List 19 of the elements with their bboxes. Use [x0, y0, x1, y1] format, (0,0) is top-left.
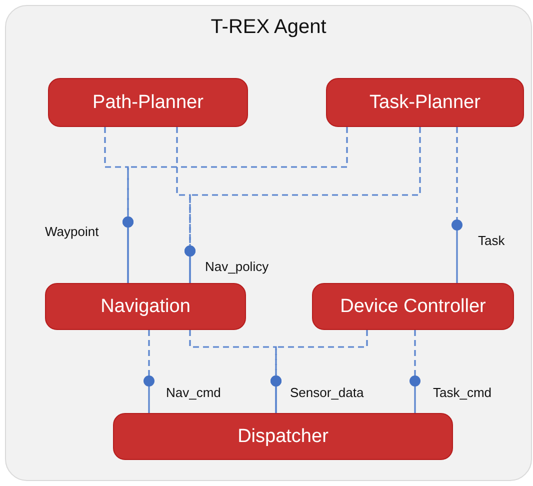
component-box: Dispatcher: [113, 413, 453, 460]
edge-label: Task_cmd: [433, 385, 492, 400]
connector: [184, 127, 421, 283]
container-title: T-REX Agent: [210, 16, 326, 39]
connector: [122, 127, 348, 283]
component-box: Device Controller: [312, 283, 514, 330]
connector: [410, 330, 420, 413]
connector: [270, 330, 368, 413]
component-box: Path-Planner: [48, 78, 248, 127]
connector: [452, 127, 462, 283]
edge-label: Task: [478, 233, 505, 248]
edge-label: Sensor_data: [290, 385, 364, 400]
component-box: Task-Planner: [326, 78, 524, 127]
edge-label: Waypoint: [45, 224, 99, 239]
connector: [144, 330, 154, 413]
edge-label: Nav_policy: [205, 259, 269, 274]
component-box: Navigation: [45, 283, 246, 330]
edge-label: Nav_cmd: [166, 385, 221, 400]
agent-container: [5, 5, 532, 481]
